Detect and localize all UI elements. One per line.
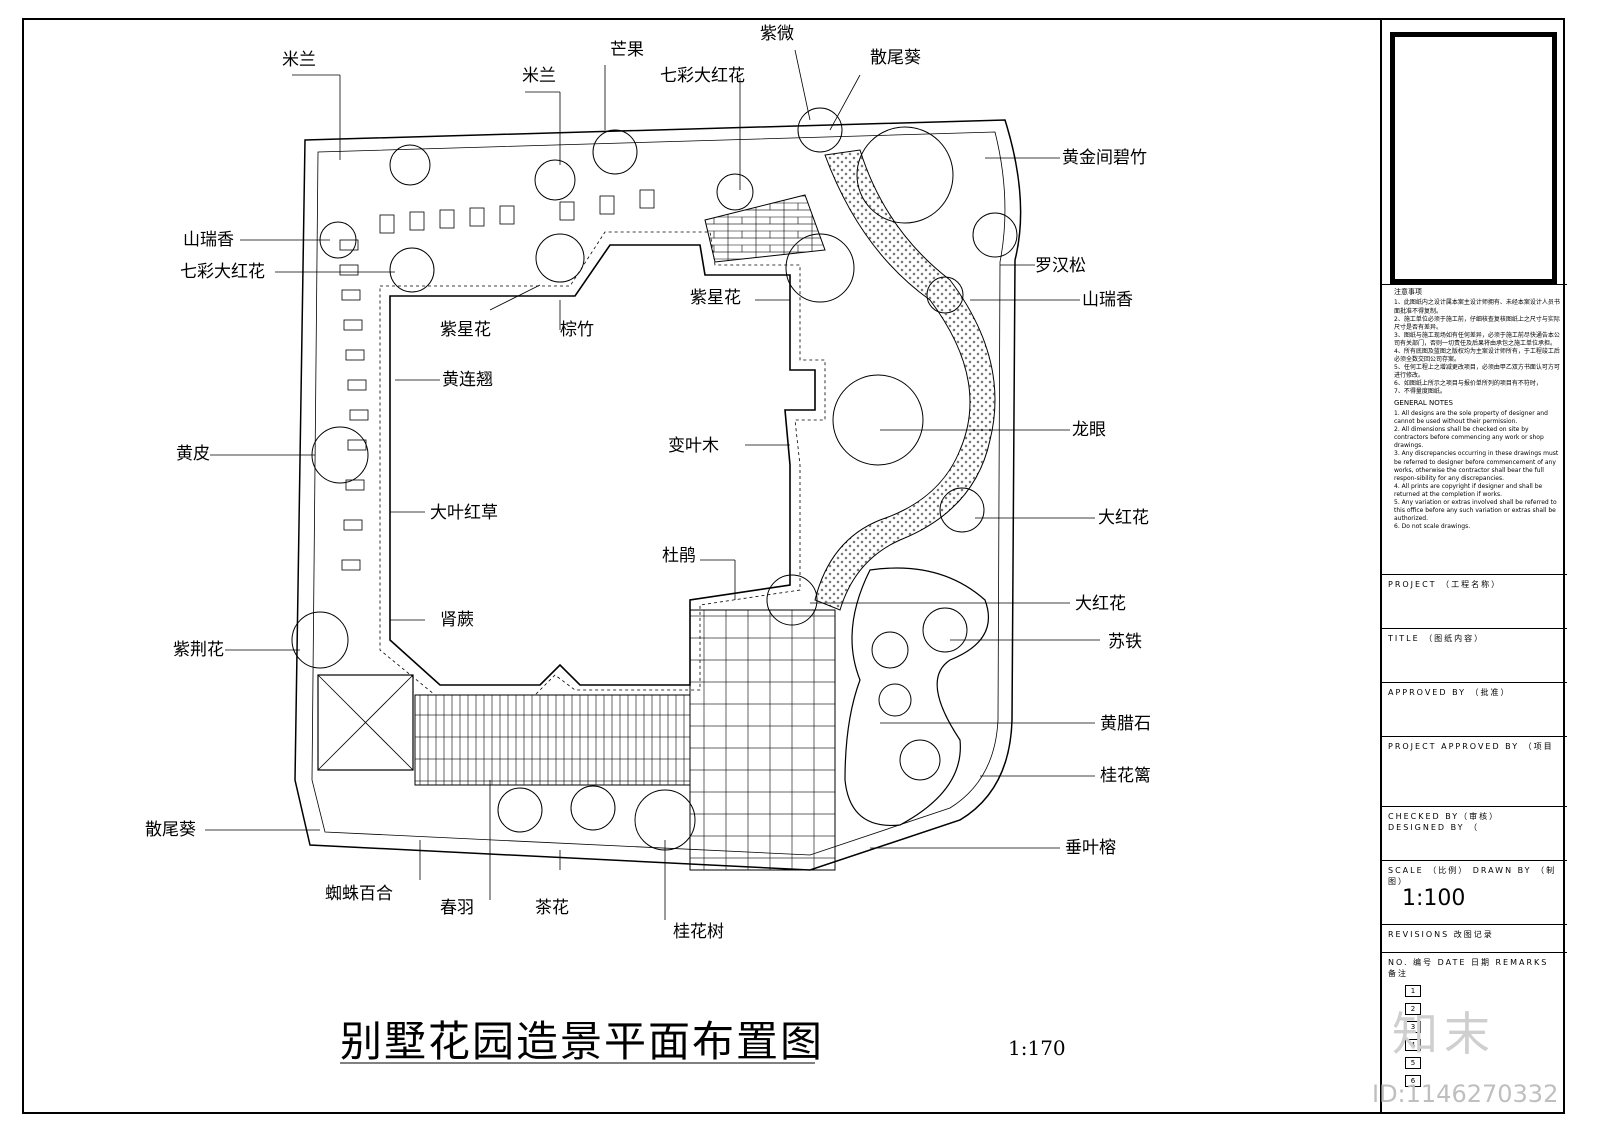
revision-number: 5 [1405, 1057, 1421, 1069]
label-shanruixiang-left: 山瑞香 [183, 230, 234, 250]
label-huanglianqiao: 黄连翘 [442, 370, 493, 390]
approved-row: APPROVED BY （批准） [1382, 682, 1567, 736]
general-note-5: 5. Any variation or extras involved shal… [1394, 499, 1557, 523]
scale-row: SCALE （比例） DRAWN BY （制图） [1382, 860, 1567, 914]
house-hedge [379, 231, 826, 696]
label-zongzhu: 棕竹 [560, 320, 594, 340]
label-huanglashi: 黄腊石 [1100, 714, 1151, 734]
general-note-1: 1. All designs are the sole property of … [1394, 410, 1548, 426]
title-block: PROJECT （工程名称） TITLE （图纸内容） APPROVED BY … [1380, 18, 1567, 1114]
label-crape-myrtle: 紫微 [760, 24, 794, 44]
logo-box [1390, 32, 1557, 284]
label-milan-mid: 米兰 [522, 66, 556, 86]
general-note-2: 2. All dimensions shall be checked on si… [1394, 426, 1544, 450]
checked-row: CHECKED BY（审核） DESIGNED BY （ [1382, 806, 1567, 860]
label-dahonghua-1: 大红花 [1098, 508, 1149, 528]
pavilion [317, 674, 414, 771]
label-zijinghua: 紫荆花 [173, 640, 224, 660]
label-dujuan: 杜鹃 [662, 546, 696, 566]
garden-boundary-inner [311, 131, 1006, 856]
label-shanruixiang-right: 山瑞香 [1082, 290, 1133, 310]
drawing-frame [22, 18, 1565, 1114]
garden-boundary [294, 119, 1022, 871]
watermark-id: ID:1146270332 [1372, 1080, 1559, 1108]
revision-number: 4 [1405, 1039, 1421, 1051]
drawing-scale: 1:170 [1008, 1036, 1066, 1060]
notes-divider [1382, 284, 1567, 285]
general-note-4: 4. All prints are copyright if designer … [1394, 482, 1543, 498]
revision-header: NO. 编号 DATE 日期 REMARKS 备注 [1382, 952, 1567, 978]
drawing-title: 别墅花园造景平面布置图 [340, 1017, 825, 1066]
notes-title: 注意事项 [1394, 288, 1422, 296]
label-guihuali: 桂花篱 [1100, 766, 1151, 786]
revision-number: 6 [1405, 1075, 1421, 1087]
label-sutie: 苏铁 [1108, 632, 1142, 652]
label-qicai-left: 七彩大红花 [180, 262, 265, 282]
label-sanweikui-bottom: 散尾葵 [145, 820, 196, 840]
note-cn-5: 5、任何工程上之增减更改项目，必须由甲乙双方书面认可方可进行修改。 [1394, 364, 1560, 380]
label-longyan: 龙眼 [1072, 420, 1106, 440]
house-footprint [389, 244, 816, 686]
note-cn-1: 1、此图纸内之设计属本案主设计师拥有、未经本案设计人员书面批准不得复制。 [1394, 299, 1560, 315]
label-dahonghua-2: 大红花 [1075, 594, 1126, 614]
note-cn-7: 7、不得量度图纸。 [1394, 388, 1446, 396]
project-row: PROJECT （工程名称） [1382, 574, 1567, 628]
label-chahua: 茶花 [535, 898, 569, 918]
terrace-paving [689, 609, 836, 871]
label-dayehongcao: 大叶红草 [430, 503, 498, 523]
plant-symbols [291, 107, 1018, 851]
label-chuiyerong: 垂叶榕 [1065, 838, 1116, 858]
label-milan-top: 米兰 [282, 50, 316, 70]
deck-paving [414, 694, 691, 786]
project-approved-row: PROJECT APPROVED BY （项目 [1382, 736, 1567, 790]
label-qicai-top: 七彩大红花 [660, 66, 745, 86]
label-mango: 芒果 [610, 40, 644, 60]
label-chunyu: 春羽 [440, 898, 474, 918]
note-cn-4: 4、所有底图及蓝图之版权均为主案设计师所有，于工程竣工后必须全数交回公司存案。 [1394, 348, 1560, 364]
revision-number: 2 [1405, 1003, 1421, 1015]
revision-number: 3 [1405, 1021, 1421, 1033]
stepping-stones [339, 189, 655, 571]
label-luohansong: 罗汉松 [1035, 256, 1086, 276]
watermark-logo: 知末 [1392, 1007, 1496, 1061]
scale-value: 1:100 [1402, 886, 1466, 911]
gravel-path [814, 149, 996, 611]
note-cn-3: 3、图纸与施工现场如有任何差异，必须于施工前尽快通告本公司有关部门，否则一切责任… [1394, 331, 1560, 347]
pond [844, 567, 989, 827]
label-zixinghua-mid: 紫星花 [690, 288, 741, 308]
label-huangpi: 黄皮 [176, 444, 210, 464]
label-bamboo: 黄金间碧竹 [1062, 148, 1147, 168]
note-cn-2: 2、施工单位必须于施工前，仔细核查复核图纸上之尺寸与实际尺寸是否有差异。 [1394, 315, 1560, 331]
note-cn-6: 6、如图纸上所示之项目与报价单所列的项目有不符时， [1394, 380, 1542, 388]
revision-number: 1 [1405, 985, 1421, 997]
label-sanweikui-top: 散尾葵 [870, 48, 921, 68]
title-row: TITLE （图纸内容） [1382, 628, 1567, 682]
general-notes-title: GENERAL NOTES [1394, 398, 1453, 407]
general-note-6: 6. Do not scale drawings. [1394, 523, 1471, 531]
general-note-3: 3. Any discrepancies occurring in these … [1394, 450, 1559, 482]
notes-section: 注意事项 1、此图纸内之设计属本案主设计师拥有、未经本案设计人员书面批准不得复制… [1394, 286, 1560, 531]
label-zhizhubaihe: 蜘蛛百合 [325, 884, 393, 904]
label-shenjue: 肾蕨 [440, 610, 474, 630]
label-guihuashu: 桂花树 [673, 922, 724, 942]
revisions-row: REVISIONS 改图记录 [1382, 924, 1567, 952]
leader-lines [205, 49, 1100, 920]
label-zixinghua-left: 紫星花 [440, 320, 491, 340]
label-bianyemu: 变叶木 [668, 436, 719, 456]
